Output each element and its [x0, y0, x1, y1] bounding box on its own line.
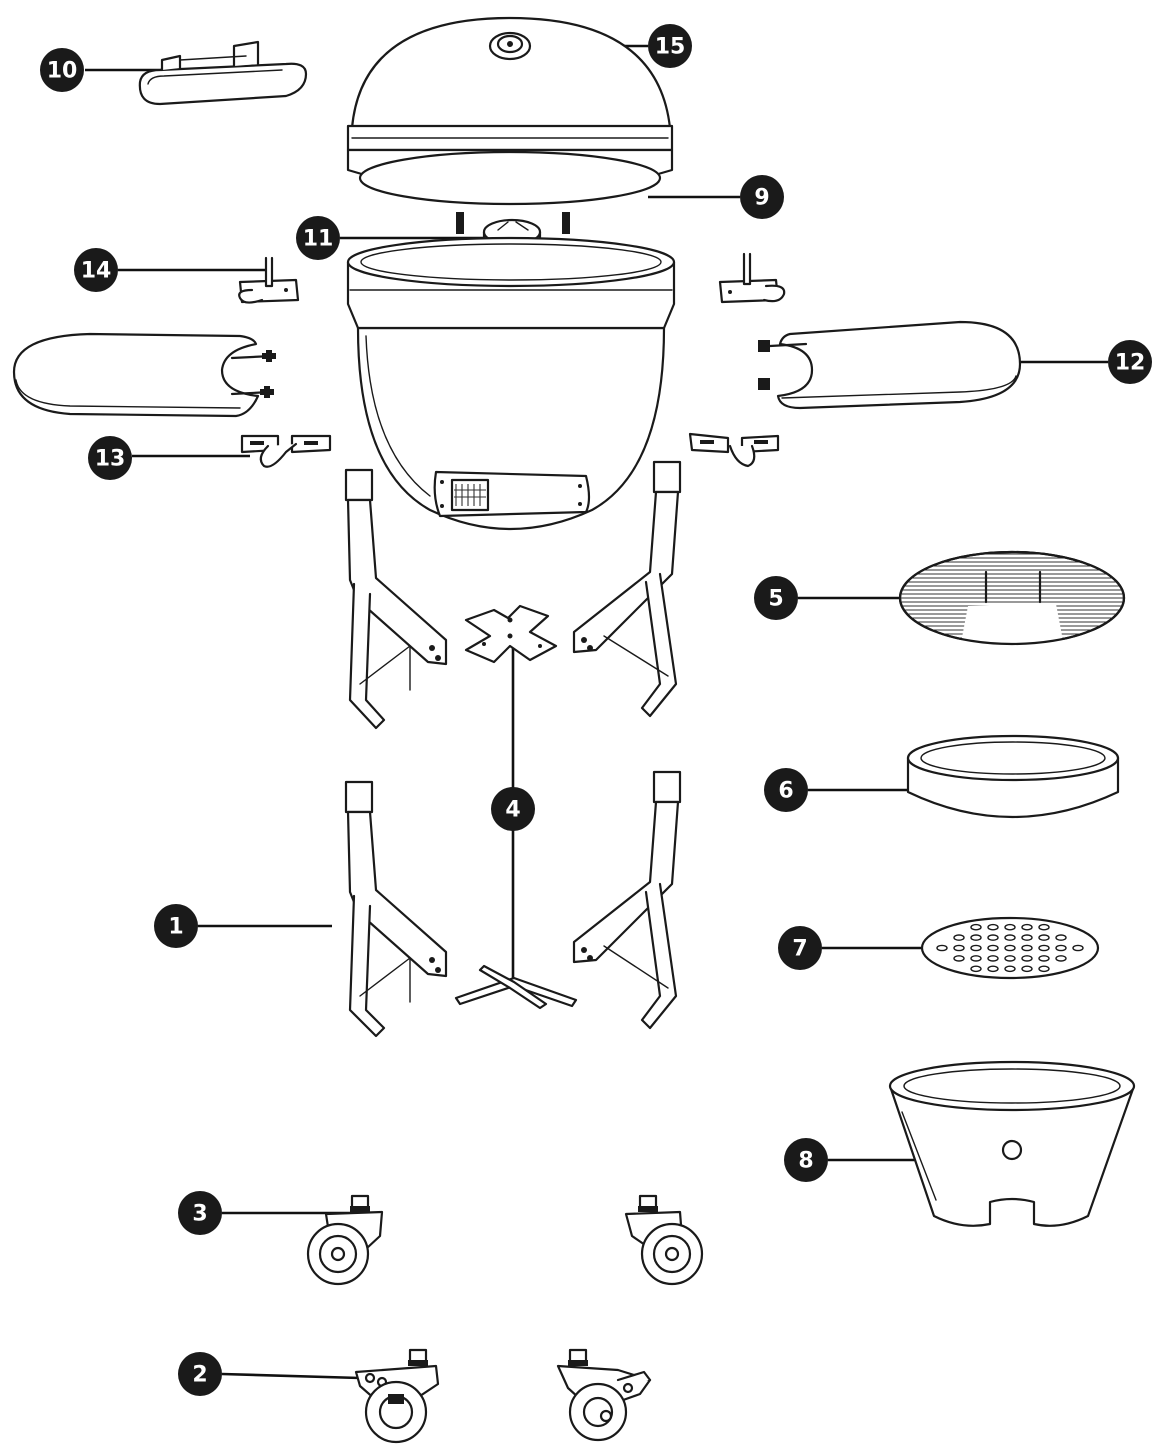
- leader-2: [221, 1372, 361, 1380]
- lower-bracket-left: [240, 434, 332, 468]
- callout-number: 11: [303, 227, 334, 252]
- callout-6: 6: [764, 768, 808, 812]
- cross-plate-upper: [464, 604, 558, 664]
- callout-13: 13: [88, 436, 132, 480]
- callout-disc: [764, 768, 808, 812]
- callout-disc: [154, 904, 198, 948]
- callout-disc: [1108, 340, 1152, 384]
- callout-number: 13: [95, 447, 126, 472]
- grill-body-part: [346, 236, 676, 531]
- charcoal-grate-part: [920, 916, 1100, 980]
- callout-3: 3: [178, 1191, 222, 1235]
- upper-bracket-left: [238, 256, 300, 304]
- leg-lower-right: [572, 770, 682, 1030]
- callout-disc: [491, 787, 535, 831]
- cooking-grate-part: [898, 550, 1126, 648]
- callout-12: 12: [1108, 340, 1152, 384]
- callout-4: 4: [491, 787, 535, 831]
- callout-number: 8: [798, 1149, 813, 1174]
- callout-9: 9: [740, 175, 784, 219]
- callout-disc: [88, 436, 132, 480]
- thermometer-part: [488, 31, 532, 61]
- fire-ring-part: [906, 734, 1120, 819]
- leg-upper-left: [344, 468, 448, 730]
- callout-10: 10: [40, 48, 84, 92]
- locking-caster-left: [354, 1348, 440, 1444]
- callout-number: 4: [505, 798, 520, 823]
- callout-disc: [296, 216, 340, 260]
- callout-disc: [740, 175, 784, 219]
- lower-bracket-right: [688, 432, 780, 468]
- callout-5: 5: [754, 576, 798, 620]
- callout-disc: [778, 926, 822, 970]
- locking-caster-right: [556, 1348, 652, 1442]
- callout-number: 12: [1115, 351, 1146, 376]
- callout-number: 2: [192, 1363, 207, 1388]
- callout-disc: [178, 1191, 222, 1235]
- vent-grate: [454, 484, 486, 506]
- callout-number: 1: [168, 915, 183, 940]
- callout-disc: [74, 248, 118, 292]
- callout-disc: [754, 576, 798, 620]
- callout-number: 15: [655, 35, 686, 60]
- callout-11: 11: [296, 216, 340, 260]
- side-shelf-right: [758, 320, 1022, 410]
- callout-2: 2: [178, 1352, 222, 1396]
- callout-number: 6: [778, 779, 793, 804]
- callout-number: 7: [792, 937, 807, 962]
- callout-number: 3: [192, 1202, 207, 1227]
- callout-disc: [784, 1138, 828, 1182]
- dome-lid-part: [346, 16, 674, 206]
- caster-right: [624, 1194, 704, 1286]
- callout-disc: [178, 1352, 222, 1396]
- callout-1: 1: [154, 904, 198, 948]
- leg-upper-right: [572, 460, 682, 718]
- cross-plate-lower: [454, 964, 578, 1010]
- callout-number: 10: [47, 59, 78, 84]
- callout-15: 15: [648, 24, 692, 68]
- side-shelf-left: [12, 332, 276, 418]
- upper-bracket-right: [718, 252, 786, 304]
- leader-lines: [85, 44, 1108, 1380]
- handle-part: [138, 40, 308, 106]
- callout-number: 5: [768, 587, 783, 612]
- leg-lower-left: [344, 780, 448, 1038]
- firebox-part: [888, 1060, 1136, 1227]
- callout-7: 7: [778, 926, 822, 970]
- callout-disc: [40, 48, 84, 92]
- callout-number: 14: [81, 259, 112, 284]
- callout-8: 8: [784, 1138, 828, 1182]
- callout-14: 14: [74, 248, 118, 292]
- callout-disc: [648, 24, 692, 68]
- callout-number: 9: [754, 186, 769, 211]
- caster-left: [306, 1194, 384, 1286]
